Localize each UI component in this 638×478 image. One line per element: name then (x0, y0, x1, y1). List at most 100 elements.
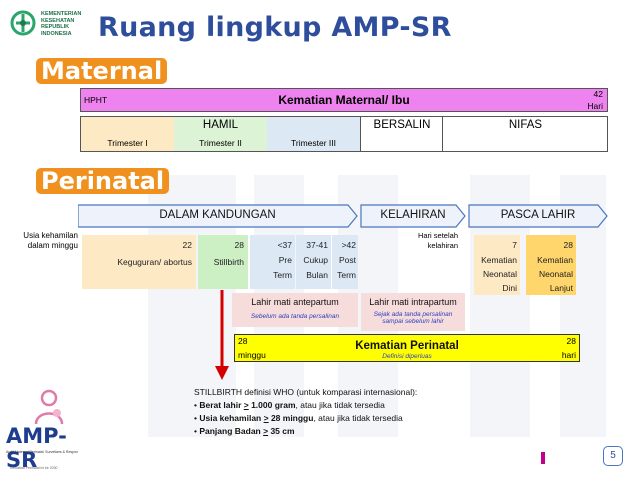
magenta-marker (541, 452, 545, 464)
usia-label-line-2: dalam minggu (27, 241, 78, 250)
item-2-rest: , atau jika tidak tersedia (313, 413, 403, 423)
cell-lanjut-b: Kematian (537, 255, 573, 265)
amp-sr-small: Kematian Perinatal ini ke 2030 (10, 466, 58, 470)
cell-28-num: 28 (234, 240, 244, 250)
cell-preterm-a: <37 (277, 240, 292, 250)
stillbirth-arrow-icon (215, 290, 229, 380)
item-2-pre: Usia kehamilan (199, 413, 264, 423)
cell-cukup-c: Bulan (306, 270, 328, 280)
cell-postterm-c: Term (337, 270, 356, 280)
kp-sub: Definisi diperluas (382, 353, 432, 360)
stillbirth-item-1: • Berat lahir > 1.000 gram, atau jika ti… (194, 400, 385, 410)
cell-dini-b: Kematian (481, 255, 517, 265)
item-1-post: 1.000 gram (248, 400, 296, 410)
trimester-3-label: Trimester III (290, 138, 337, 148)
cell-preterm-b: Pre (278, 255, 292, 265)
kp-label: Kematian Perinatal (355, 340, 459, 352)
cell-neonatal-dini: 7 Kematian Neonatal Dini (474, 235, 520, 295)
page-title: Ruang lingkup AMP-SR (98, 12, 452, 43)
bersalin-phase: BERSALIN (360, 117, 443, 151)
amp-sr-logo: AMP-SR Audit Maternal Perinatal: Surveil… (4, 386, 94, 476)
cell-preterm: <37 Pre Term (250, 235, 295, 289)
amp-sr-tagline: Audit Maternal Perinatal: Surveilans & R… (6, 450, 78, 454)
antepartum-label: Lahir mati antepartum (251, 297, 339, 307)
item-2-post: 28 minggu (268, 413, 314, 423)
cell-22-num: 22 (182, 240, 192, 250)
logo-text-1: KEMENTERIAN (41, 11, 82, 17)
cell-lanjut-a: 28 (563, 240, 573, 250)
kp-right: 28 hari (562, 336, 576, 361)
kelahiran-label: KELAHIRAN (380, 209, 446, 221)
antepartum-sub: Sebelum ada tanda persalinan (250, 313, 340, 320)
intrapartum-sub-2: sampai sebelum lahir (382, 318, 444, 325)
maternal-death-bar: HPHT Kematian Maternal/ Ibu 42 Hari (80, 88, 608, 112)
kemenkes-logo: KEMENTERIAN KESEHATAN REPUBLIK INDONESIA (8, 8, 88, 44)
stillbirth-item-3: • Panjang Badan > 35 cm (194, 426, 295, 436)
intrapartum-sub-1: Sejak ada tanda persalinan (373, 311, 453, 318)
item-2-sign: > (263, 413, 269, 423)
cell-28-text: Stillbirth (213, 257, 244, 267)
kp-left-unit: minggu (238, 350, 266, 360)
nifas-phase: NIFAS (442, 117, 608, 151)
logo-text-2: KESEHATAN (41, 17, 75, 24)
stillbirth-item-2: • Usia kehamilan > 28 minggu, atau jika … (194, 413, 403, 423)
cell-preterm-c: Term (273, 270, 292, 280)
trimester-2-cell (174, 117, 267, 151)
item-1-pre: Berat lahir (199, 400, 244, 410)
cell-postterm-a: >42 (341, 240, 356, 250)
hamil-label: HAMIL (202, 119, 239, 131)
perinatal-phase-arrows (78, 204, 608, 228)
stillbirth-header: STILLBIRTH definisi WHO (untuk komparasi… (194, 387, 418, 397)
bersalin-label: BERSALIN (373, 119, 431, 131)
amp-sr-text: AMP-SR (6, 424, 67, 472)
maternal-phases: HAMIL Trimester I Trimester II Trimester… (80, 116, 608, 152)
maternal-heading: Maternal (36, 58, 168, 84)
hari-setelah-line-1: Hari setelah (417, 231, 458, 240)
cell-postterm-b: Post (338, 255, 356, 265)
perinatal-heading: Perinatal (36, 168, 170, 194)
trimester-2-label: Trimester II (199, 138, 242, 148)
hamil-phase: HAMIL Trimester I Trimester II Trimester… (81, 117, 360, 151)
cell-22-weeks: 22 Keguguran/ abortus (82, 235, 196, 289)
cell-22-text: Keguguran/ abortus (117, 257, 192, 267)
stillbirth-definition: STILLBIRTH definisi WHO (untuk komparasi… (194, 386, 417, 438)
cell-cukup-b: Cukup (303, 255, 328, 265)
cell-neonatal-lanjut: 28 Kematian Neonatal Lanjut (526, 235, 576, 295)
cell-cukup-bulan: 37-41 Cukup Bulan (296, 235, 331, 289)
item-3-pre: Panjang Badan (199, 426, 264, 436)
trimester-1-cell (81, 117, 174, 151)
dalam-kandungan-label: DALAM KANDUNGAN (159, 209, 276, 221)
nifas-label: NIFAS (508, 119, 543, 131)
kp-left: 28 minggu (238, 336, 266, 361)
pasca-lahir-label: PASCA LAHIR (500, 209, 576, 221)
kp-left-num: 28 (238, 336, 248, 346)
hpht-label: HPHT (84, 95, 108, 105)
trimester-1-label: Trimester I (107, 138, 148, 148)
logo-text-3: REPUBLIK (41, 24, 70, 30)
intrapartum-box: Lahir mati intrapartum Sejak ada tanda p… (361, 293, 465, 331)
maternal-death-label: Kematian Maternal/ Ibu (278, 93, 410, 107)
kematian-perinatal-bar: 28 minggu Kematian Perinatal Definisi di… (234, 334, 580, 362)
cell-dini-d: Dini (502, 283, 517, 293)
kp-right-num: 28 (566, 336, 576, 346)
intrapartum-label: Lahir mati intrapartum (369, 297, 457, 307)
antepartum-box: Lahir mati antepartum Sebelum ada tanda … (232, 293, 358, 327)
hari-setelah-label: Hari setelah kelahiran (388, 231, 458, 251)
maternal-days-unit: Hari (587, 101, 603, 111)
item-3-sign: > (263, 426, 269, 436)
maternal-days-num: 42 (593, 89, 603, 99)
trimester-3-cell (267, 117, 360, 151)
item-1-sign: > (243, 400, 249, 410)
mother-child-icon (34, 389, 64, 425)
item-3-post: 35 cm (268, 426, 295, 436)
item-1-rest: , atau jika tidak tersedia (295, 400, 385, 410)
cell-28-weeks: 28 Stillbirth (198, 235, 248, 289)
cell-cukup-a: 37-41 (306, 240, 328, 250)
usia-label-line-1: Usia kehamilan (23, 231, 78, 240)
cell-dini-a: 7 (512, 240, 517, 250)
usia-kehamilan-label: Usia kehamilan dalam minggu (6, 231, 78, 251)
cell-postterm: >42 Post Term (332, 235, 358, 289)
hari-setelah-line-2: kelahiran (427, 241, 458, 250)
kp-right-unit: hari (561, 350, 576, 360)
cell-lanjut-d: Lanjut (549, 283, 573, 293)
